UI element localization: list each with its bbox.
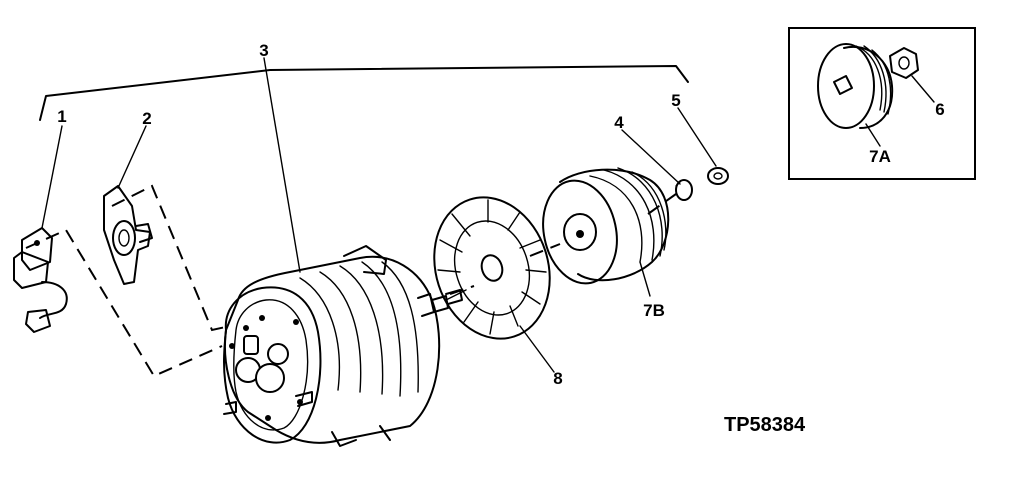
- assembly-bracket: [39, 65, 689, 121]
- figure-id: TP58384: [724, 414, 806, 436]
- part-5-nut: [707, 167, 729, 185]
- part-2-plate: [103, 184, 231, 332]
- axis-line-3: [647, 193, 677, 215]
- callout-2: 2: [142, 109, 151, 128]
- part-6-nut: [889, 47, 919, 79]
- part-7a-pulley: [817, 43, 894, 129]
- callout-1: 1: [57, 107, 66, 126]
- part-8-fan: [433, 196, 551, 340]
- callout-7b: 7B: [643, 301, 665, 320]
- part-7b-pulley: [542, 167, 670, 285]
- inset-box: [788, 27, 976, 180]
- leader-lines: [41, 57, 935, 373]
- callout-3: 3: [259, 41, 268, 60]
- callout-6: 6: [935, 100, 944, 119]
- callout-4: 4: [614, 113, 624, 132]
- callout-5: 5: [671, 91, 680, 110]
- callout-7a: 7A: [869, 147, 891, 166]
- part-3-alternator: [223, 245, 449, 447]
- axis-line-2: [529, 243, 561, 257]
- callout-8: 8: [553, 369, 562, 388]
- part-1-connector: [13, 227, 223, 378]
